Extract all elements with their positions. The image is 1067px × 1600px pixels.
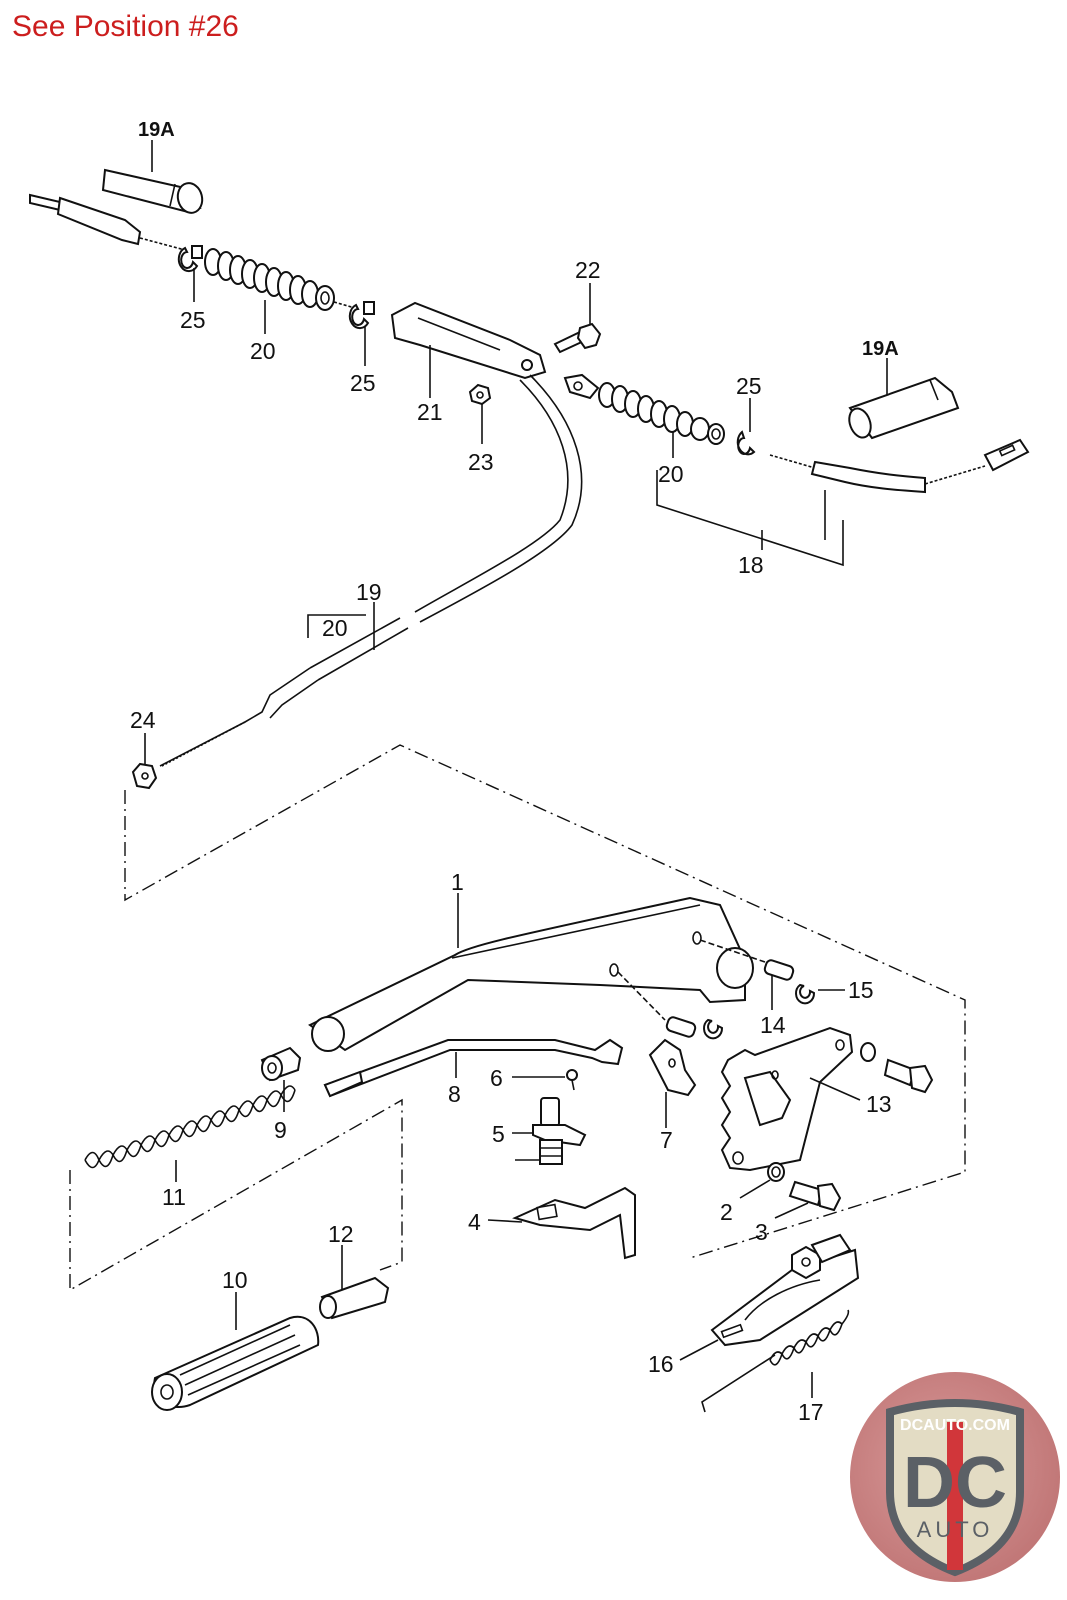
- part-25-mid-clip: [348, 301, 375, 330]
- part-14-pins: [617, 939, 795, 1038]
- dash-outline-handle: [69, 1098, 403, 1292]
- part-23-nut: [468, 383, 492, 406]
- leader-16: [679, 1339, 719, 1361]
- label-4: 4: [468, 1209, 481, 1235]
- leader-4: [487, 1219, 523, 1223]
- leader-2: [739, 1179, 771, 1199]
- part-11-spring: [84, 1085, 296, 1169]
- part-washer-bolt-upper: [860, 1042, 934, 1094]
- bracket-19-20: [307, 602, 375, 650]
- part-21-equalizer: [390, 301, 547, 380]
- dcauto-logo: DCAUTO.COM DC AUTO: [850, 1372, 1060, 1582]
- part-22-bolt: [553, 322, 602, 354]
- part-6-screw: [566, 1069, 578, 1091]
- see-position-note: See Position #26: [12, 10, 239, 43]
- label-12: 12: [328, 1221, 354, 1247]
- part-10-grip: [151, 1315, 320, 1411]
- label-19: 19: [356, 579, 382, 605]
- bracket-18: [656, 470, 844, 567]
- part-12-bush: [319, 1276, 390, 1320]
- part-19a-left-sleeve: [101, 168, 204, 214]
- label-20-bracket: 20: [322, 615, 348, 641]
- part-24-nut: [131, 762, 158, 790]
- part-18-rear-cable: [769, 438, 1030, 494]
- label-10: 10: [222, 1267, 248, 1293]
- label-8: 8: [448, 1081, 461, 1107]
- part-16-plate: [710, 1233, 860, 1347]
- label-25-mid: 25: [350, 370, 376, 396]
- label-11: 11: [162, 1184, 186, 1210]
- part-8-pushrod: [323, 1038, 624, 1098]
- label-5: 5: [492, 1121, 505, 1147]
- label-1: 1: [451, 869, 464, 895]
- label-17: 17: [798, 1399, 824, 1425]
- part-25-left-clip: [177, 245, 203, 273]
- label-24: 24: [130, 707, 156, 733]
- label-9: 9: [274, 1117, 287, 1143]
- label-13: 13: [866, 1091, 892, 1117]
- label-22: 22: [575, 257, 601, 283]
- part-1-lever: [308, 896, 754, 1052]
- part-9-bushing: [260, 1046, 302, 1082]
- label-20-left: 20: [250, 338, 276, 364]
- label-7: 7: [660, 1127, 673, 1153]
- label-25-right: 25: [736, 373, 762, 399]
- label-19a-right: 19A: [862, 338, 899, 360]
- label-21: 21: [417, 399, 443, 425]
- part-3-bolt: [788, 1180, 842, 1212]
- part-19-main-cable: [159, 374, 583, 767]
- part-20-left-boot: [204, 248, 356, 311]
- part-7-pawl: [648, 1038, 697, 1097]
- label-3: 3: [755, 1219, 768, 1245]
- label-15: 15: [848, 977, 874, 1003]
- label-23: 23: [468, 449, 494, 475]
- part-19a-right-sleeve: [848, 376, 960, 440]
- logo-site: DCAUTO.COM: [900, 1417, 1010, 1434]
- logo-stripe: [947, 1422, 963, 1570]
- leader-13: [809, 1077, 861, 1101]
- label-16: 16: [648, 1351, 674, 1377]
- leader-3: [774, 1202, 809, 1219]
- part-13-ratchet: [720, 1026, 854, 1172]
- part-20-right-boot: [563, 373, 725, 445]
- label-2: 2: [720, 1199, 733, 1225]
- logo-mark: DC: [903, 1443, 1007, 1523]
- label-20-right: 20: [658, 461, 684, 487]
- part-2-washer: [767, 1162, 785, 1182]
- dash-outline-lever: [124, 744, 966, 1259]
- logo-sub: AUTO: [917, 1517, 994, 1542]
- part-15-clips: [703, 983, 816, 1040]
- part-4-bracket: [512, 1186, 636, 1260]
- part-17-spring: [701, 1309, 850, 1413]
- part-cable-end-left: [29, 193, 186, 251]
- part-25-right-clip: [736, 430, 756, 456]
- label-18: 18: [738, 552, 764, 578]
- label-19a-left: 19A: [138, 119, 175, 141]
- label-14: 14: [760, 1012, 786, 1038]
- part-5-switch: [515, 1097, 587, 1165]
- label-25-left: 25: [180, 307, 206, 333]
- label-6: 6: [490, 1065, 503, 1091]
